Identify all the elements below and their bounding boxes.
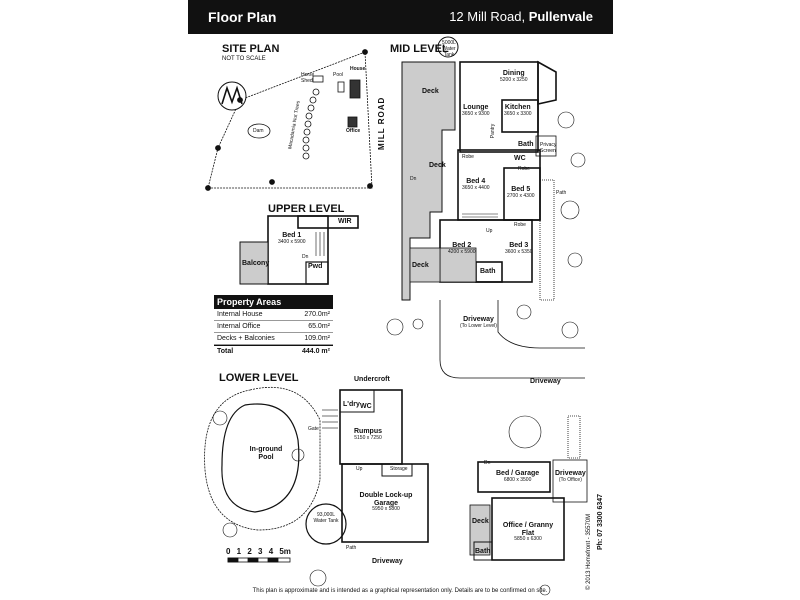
phone-number: Ph: 07 3300 6347: [597, 493, 604, 550]
label-robe-3: Robe: [514, 222, 526, 228]
label-office-dn: Dn: [484, 460, 491, 466]
office-footprint: [347, 116, 358, 128]
scale-bar: [227, 557, 291, 563]
label-robe: Robe: [462, 154, 474, 160]
label-privacy-screen: Privacy Screen: [540, 142, 557, 154]
pool-outline: [221, 403, 300, 513]
label-mid-dn: Dn: [410, 176, 417, 182]
house-footprint: [349, 79, 361, 99]
water-tank-shape: [305, 503, 347, 545]
room-bath-lower-mid: Bath: [480, 268, 496, 275]
address-street: 12 Mill Road,: [449, 9, 526, 24]
room-wc-lower: WC: [360, 403, 372, 410]
compass-icon: [217, 81, 247, 111]
room-bath-mid: Bath: [518, 141, 534, 148]
lower-level-drawing: [204, 386, 429, 545]
page-title: Floor Plan: [208, 9, 277, 25]
label-storage: Storage: [390, 466, 408, 472]
label-pool: Pool: [333, 72, 344, 78]
room-deck-lower: Deck: [412, 262, 429, 269]
label-undercroft: Undercroft: [354, 376, 390, 383]
room-inground-pool: In-ground Pool: [249, 446, 283, 461]
pool-surround: [204, 386, 321, 531]
address-suburb: Pullenvale: [528, 9, 593, 24]
room-office-deck: Deck: [472, 518, 489, 525]
site-plan-title: SITE PLAN: [222, 43, 280, 55]
dam: [247, 123, 271, 139]
room-bed1-name: Bed 1: [282, 232, 302, 239]
label-pantry: Pantry: [490, 123, 497, 139]
site-plan-note: NOT TO SCALE: [222, 56, 266, 62]
room-office-bath: Bath: [475, 548, 491, 555]
room-bed1-dim: 3400 x 5900: [278, 238, 306, 245]
label-house: House: [350, 66, 366, 72]
room-pwd: Pwd: [308, 263, 323, 270]
label-lower-driveway: Driveway: [372, 558, 403, 565]
label-office: Office: [346, 128, 361, 134]
label-mid-driveway: Driveway(To Lower Level): [460, 316, 497, 329]
mid-deck-outline: [401, 61, 456, 301]
garden-path: [439, 179, 585, 379]
plant-icons: [212, 111, 586, 596]
room-deck-mid: Deck: [429, 162, 446, 169]
label-mid-path: Path: [556, 190, 567, 196]
scale-ticks: 0 1 2 3 4 5m: [226, 547, 291, 556]
label-lower-path: Path: [346, 545, 357, 551]
header-bar: Floor Plan 12 Mill Road, Pullenvale: [188, 0, 613, 34]
site-plan-drawing: [205, 49, 373, 191]
label-water-tank-5000: 5000L Water Tank: [442, 40, 456, 58]
pool-footprint: [337, 81, 345, 93]
room-office-driveway: Driveway(To Office): [555, 470, 586, 483]
upper-level-drawing: [239, 215, 359, 285]
disclaimer: This plan is approximate and is intended…: [252, 588, 548, 594]
label-horse-shed: Horse Shed: [301, 72, 315, 84]
label-mid-driveway-2: Driveway: [530, 378, 561, 385]
label-gate: Gate: [308, 426, 319, 432]
label-water-tank-93000: 93,000L Water Tank: [313, 512, 339, 524]
room-wc-mid: WC: [514, 155, 526, 162]
horse-shed: [312, 75, 324, 83]
label-mid-up: Up: [486, 228, 493, 234]
label-lower-up: Up: [356, 466, 363, 472]
label-mill-road: MILL ROAD: [377, 96, 386, 150]
lower-level-title: LOWER LEVEL: [219, 372, 299, 384]
site-boundary: [207, 51, 373, 189]
upper-level-title: UPPER LEVEL: [268, 203, 345, 215]
room-deck-top: Deck: [422, 88, 439, 95]
mid-level-drawing: [401, 36, 557, 301]
label-robe-2: Robe: [518, 166, 530, 172]
mid-level-title: MID LEVEL: [390, 43, 449, 55]
room-ldry: L'dry: [343, 401, 360, 408]
property-address: 12 Mill Road, Pullenvale: [449, 9, 593, 24]
macadamia-trees: [302, 88, 320, 160]
property-areas-title: Property Areas: [214, 295, 333, 309]
room-balcony: Balcony: [242, 260, 270, 267]
label-dam: Dam: [253, 128, 264, 134]
label-upper-dn: Dn: [302, 254, 309, 260]
office-drawing: [469, 415, 588, 561]
room-wir: WIR: [338, 218, 352, 225]
